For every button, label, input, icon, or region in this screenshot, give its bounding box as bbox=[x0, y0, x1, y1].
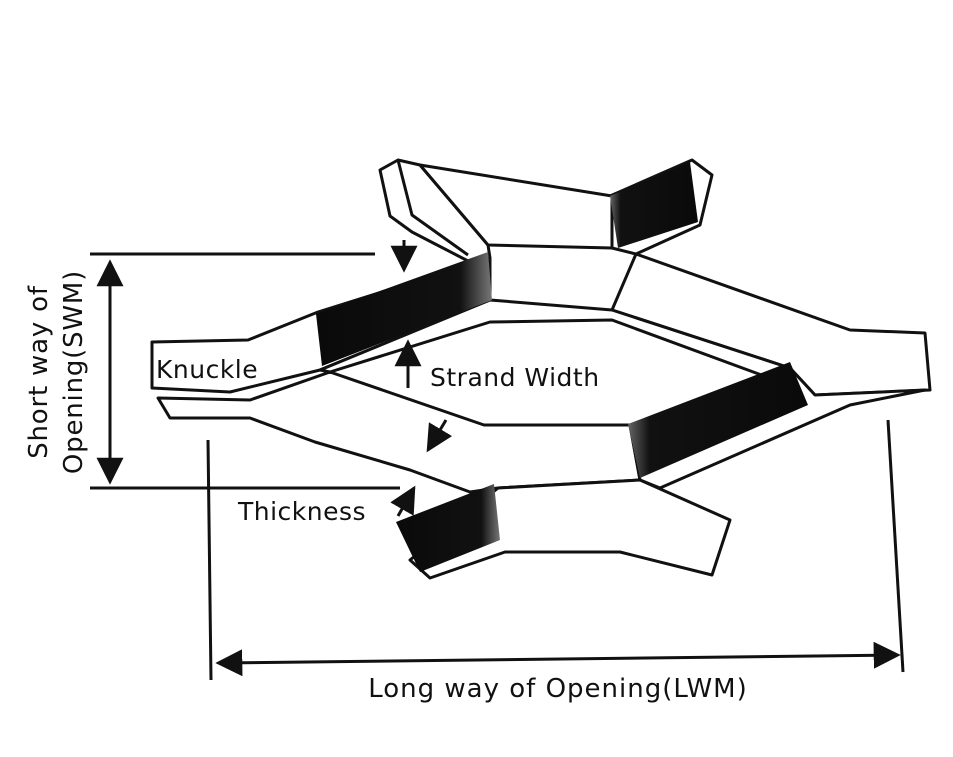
lwm-label: Long way of Opening(LWM) bbox=[368, 674, 748, 704]
upper-left-face bbox=[316, 252, 492, 366]
lwm-left-extension bbox=[206, 439, 213, 681]
lower-right-face bbox=[628, 362, 808, 478]
top-right-face bbox=[610, 162, 698, 248]
thickness-arrow-mid bbox=[426, 419, 453, 453]
thickness-label: Thickness bbox=[237, 497, 366, 526]
top-left-knuckle-edge bbox=[396, 159, 469, 257]
bottom-left-face bbox=[396, 484, 500, 572]
top-strand bbox=[418, 163, 614, 250]
swm-label-line1: Short way of bbox=[24, 285, 54, 459]
dark-faces bbox=[316, 162, 808, 572]
thickness-arrow-bottom bbox=[390, 485, 416, 517]
strand-width-label: Strand Width bbox=[430, 363, 600, 392]
lwm-arrow bbox=[215, 641, 901, 677]
lwm-right-extension bbox=[886, 419, 905, 673]
swm-label-line2: Opening(SWM) bbox=[59, 270, 89, 474]
dimension-lines bbox=[90, 240, 905, 681]
knuckle-label: Knuckle bbox=[156, 355, 258, 384]
